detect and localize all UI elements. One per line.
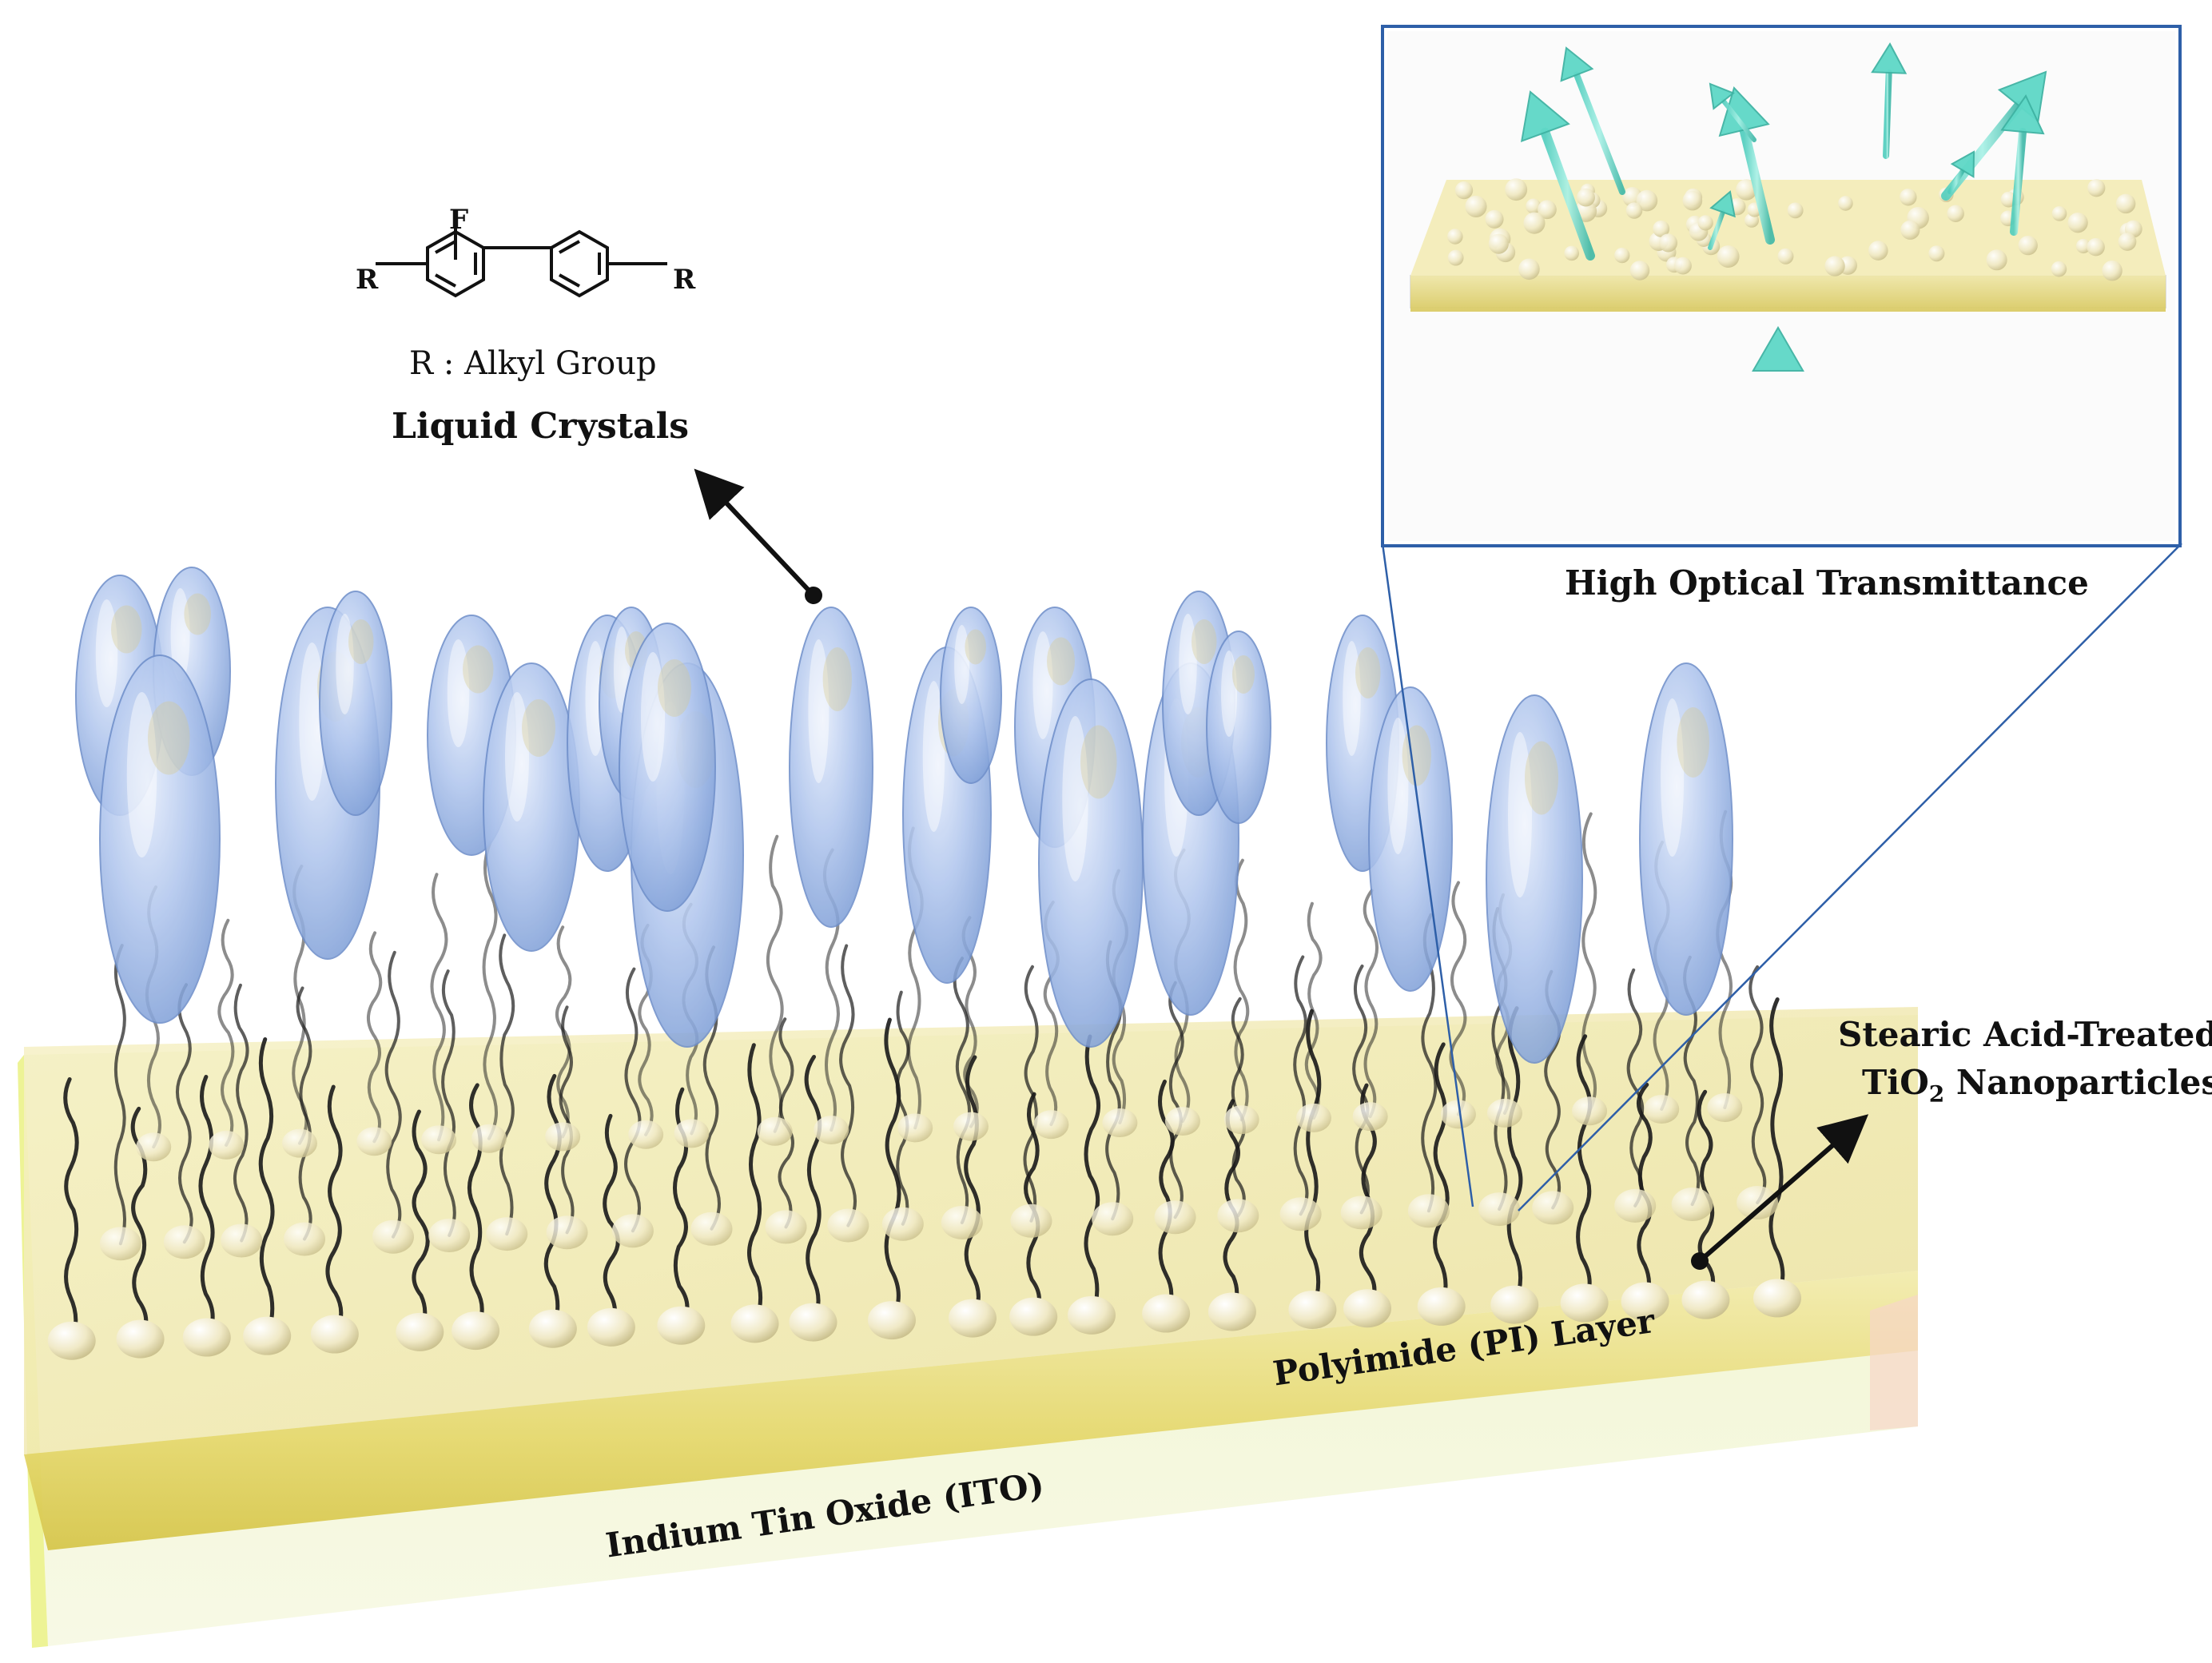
stearic-acid-label-line1: Stearic Acid-Treated	[1838, 1015, 2212, 1054]
np-pointer-dot	[1691, 1252, 1709, 1270]
chem-r-right-label: R	[673, 264, 696, 296]
zoom-line-left	[1381, 543, 1474, 1207]
high-optical-transmittance-caption: High Optical Transmittance	[1565, 563, 2089, 603]
liquid-crystals-title: Liquid Crystals	[392, 406, 690, 447]
alkyl-chains	[63, 810, 1785, 1343]
chem-fluorine-label: F	[449, 204, 469, 236]
np-pointer-arrow	[1698, 1114, 1869, 1263]
tio2-subscript: 2	[1928, 1080, 1945, 1108]
stearic-acid-label-line2: TiO2 Nanoparticles	[1862, 1063, 2212, 1107]
zoom-line-right	[1518, 543, 2182, 1211]
tio2-text: TiO	[1862, 1063, 1929, 1102]
tio2-nanoparticles	[47, 1093, 1801, 1360]
pi-layer-front	[24, 1271, 1918, 1550]
pi-side-tint	[1870, 1295, 1918, 1430]
liquid-crystal-molecules	[75, 567, 1733, 1064]
chem-r-left-label: R	[356, 264, 379, 296]
lc-pointer-dot	[805, 587, 822, 604]
biphenyl-structure	[376, 224, 667, 298]
lc-pointer-arrow	[694, 468, 816, 598]
nanoparticles-text: Nanoparticles	[1944, 1063, 2212, 1102]
inset-panel	[1381, 25, 2182, 547]
r-group-caption: R : Alkyl Group	[409, 345, 657, 382]
